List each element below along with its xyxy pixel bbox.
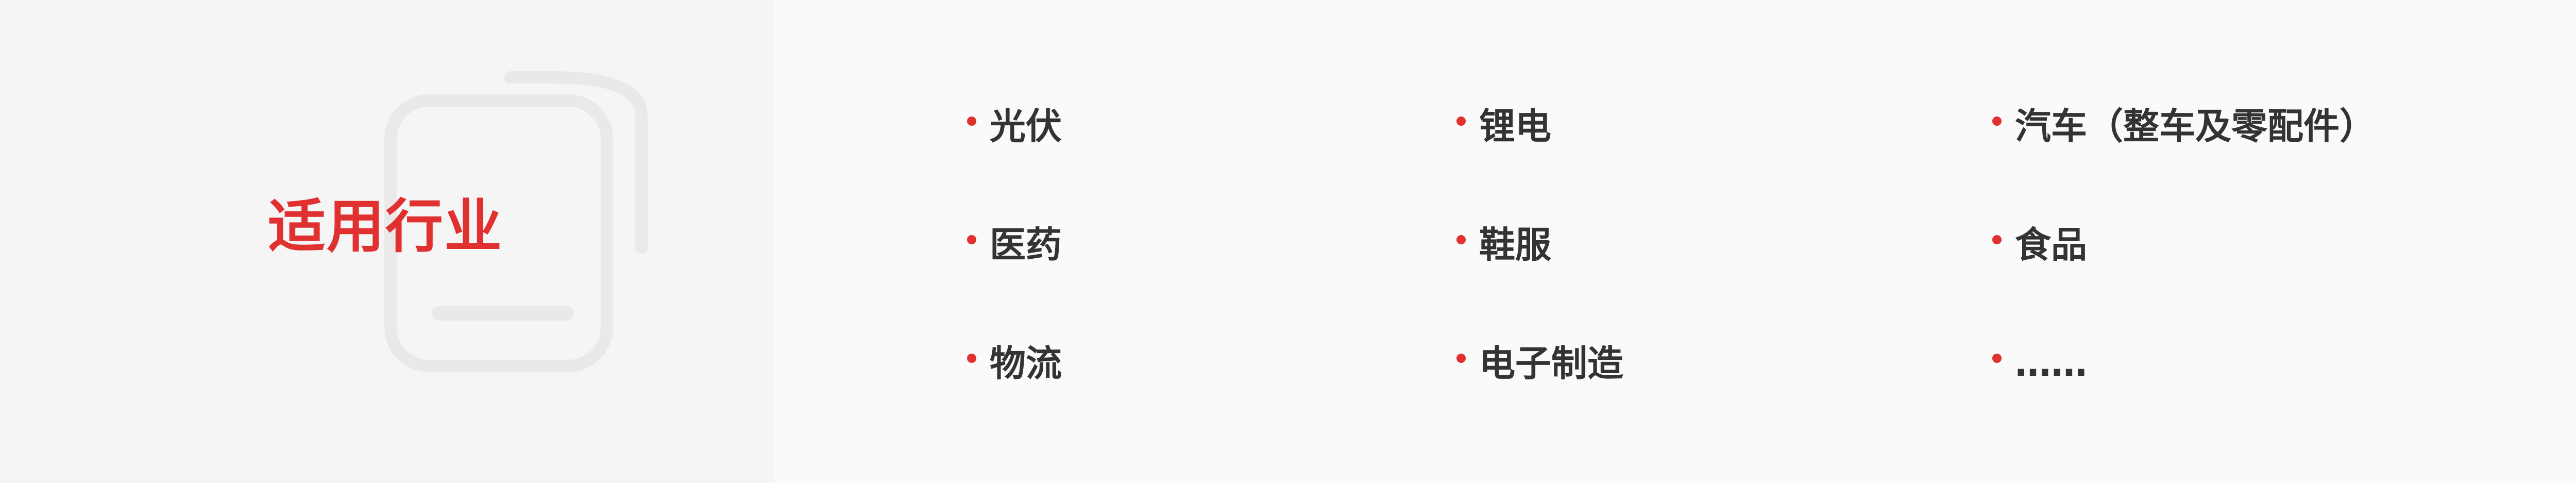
industry-item-more: …… bbox=[1992, 338, 2087, 389]
industry-label: 食品 bbox=[2015, 224, 2087, 266]
industry-item-electronics-manufacturing: 电子制造 bbox=[1456, 338, 1623, 389]
industry-item-lithium-battery: 锂电 bbox=[1456, 101, 1551, 152]
industry-item-automotive: 汽车（整车及零配件） bbox=[1992, 101, 2376, 152]
industry-item-logistics: 物流 bbox=[967, 338, 1062, 389]
bullet-dot bbox=[1992, 354, 2002, 363]
bullet-dot bbox=[967, 354, 976, 363]
industry-item-footwear-apparel: 鞋服 bbox=[1456, 219, 1551, 271]
industry-item-photovoltaic: 光伏 bbox=[967, 101, 1062, 152]
industry-label: 鞋服 bbox=[1479, 224, 1551, 266]
section-title: 适用行业 bbox=[268, 193, 503, 260]
industry-label: …… bbox=[2015, 342, 2087, 385]
industry-label: 物流 bbox=[990, 342, 1062, 385]
title-panel: 适用行业 bbox=[0, 0, 774, 483]
document-icon bbox=[384, 71, 648, 372]
bullet-dot bbox=[1456, 116, 1466, 126]
bullet-dot bbox=[1456, 354, 1466, 363]
bullet-dot bbox=[967, 116, 976, 126]
industry-item-pharmaceutical: 医药 bbox=[967, 219, 1062, 271]
industry-label: 锂电 bbox=[1479, 105, 1551, 147]
bullet-dot bbox=[1992, 116, 2002, 126]
industry-item-food: 食品 bbox=[1992, 219, 2087, 271]
industry-label: 医药 bbox=[990, 224, 1062, 266]
industry-list-panel: 光伏 锂电 汽车（整车及零配件） 医药 鞋服 食品 物流 电子制 bbox=[774, 0, 2576, 483]
industry-label: 光伏 bbox=[990, 105, 1062, 147]
industry-label: 汽车（整车及零配件） bbox=[2015, 105, 2376, 147]
bullet-dot bbox=[967, 235, 976, 244]
bullet-dot bbox=[1456, 235, 1466, 244]
industry-label: 电子制造 bbox=[1479, 342, 1623, 385]
bullet-dot bbox=[1992, 235, 2002, 244]
